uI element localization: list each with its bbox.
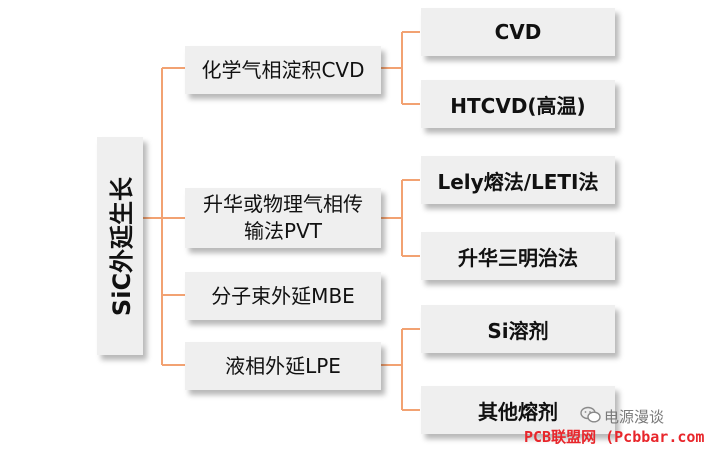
leaf-cvd: CVD [421, 8, 615, 56]
wechat-icon [580, 406, 601, 423]
method-mbe-label: 分子束外延MBE [211, 283, 355, 308]
method-cvd: 化学气相淀积CVD [185, 46, 381, 94]
method-pvt-label-line2: 输法PVT [244, 219, 322, 243]
leaf-si-solvent-label: Si溶剂 [487, 318, 549, 343]
method-mbe: 分子束外延MBE [185, 272, 381, 320]
method-pvt: 升华或物理气相传 输法PVT [185, 188, 381, 248]
leaf-si-solvent: Si溶剂 [421, 305, 615, 353]
root-node-label: SiC外延生长 [108, 176, 137, 316]
method-lpe: 液相外延LPE [185, 342, 381, 390]
leaf-sandwich-label: 升华三明治法 [458, 245, 578, 270]
root-node: SiC外延生长 [97, 137, 143, 355]
watermark-site: PCB联盟网 (Pcbbar.com) [524, 428, 705, 446]
method-pvt-label-line1: 升华或物理气相传 [203, 192, 363, 216]
watermark-brand: 电源漫谈 [604, 408, 665, 426]
method-lpe-label: 液相外延LPE [225, 353, 341, 378]
leaf-sandwich: 升华三明治法 [421, 232, 615, 280]
leaf-other-flux-label: 其他熔剂 [478, 399, 558, 424]
leaf-lely-label: Lely熔法/LETI法 [437, 169, 599, 194]
leaf-cvd-label: CVD [494, 20, 542, 44]
leaf-lely: Lely熔法/LETI法 [421, 156, 615, 204]
leaf-htcvd: HTCVD(高温) [421, 80, 615, 128]
leaf-htcvd-label: HTCVD(高温) [450, 93, 586, 118]
method-cvd-label: 化学气相淀积CVD [201, 57, 365, 82]
